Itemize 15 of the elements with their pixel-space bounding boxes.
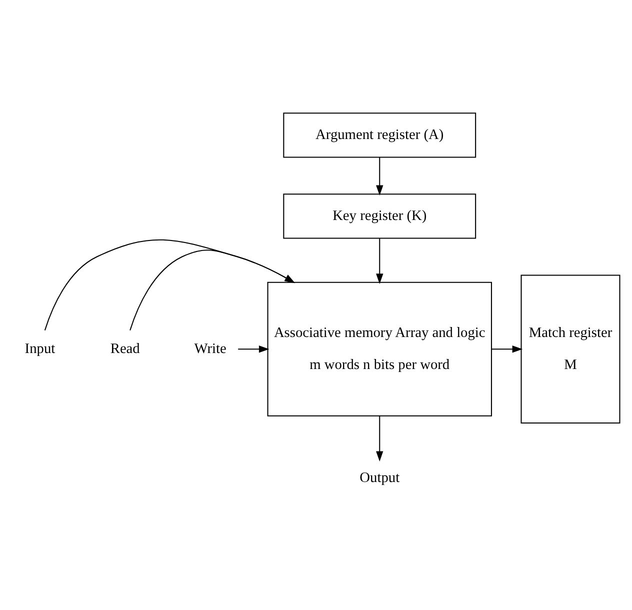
node-box: Associative memory Array and logic m words n bits per word bbox=[267, 282, 492, 416]
arrow bbox=[130, 250, 296, 330]
node-text: Output bbox=[360, 470, 400, 486]
node-box: Key register (K) bbox=[283, 194, 476, 239]
node-box: Argument register (A) bbox=[283, 112, 476, 158]
arrow bbox=[376, 238, 384, 284]
node-text: Read bbox=[110, 340, 140, 357]
arrow bbox=[44, 239, 296, 330]
arrow bbox=[238, 346, 270, 353]
arrow bbox=[376, 157, 384, 196]
node-box: Match register M bbox=[520, 274, 620, 424]
arrow bbox=[376, 416, 384, 462]
arrow bbox=[492, 346, 523, 353]
node-text: Input bbox=[24, 340, 56, 357]
node-text: Write bbox=[194, 340, 226, 357]
